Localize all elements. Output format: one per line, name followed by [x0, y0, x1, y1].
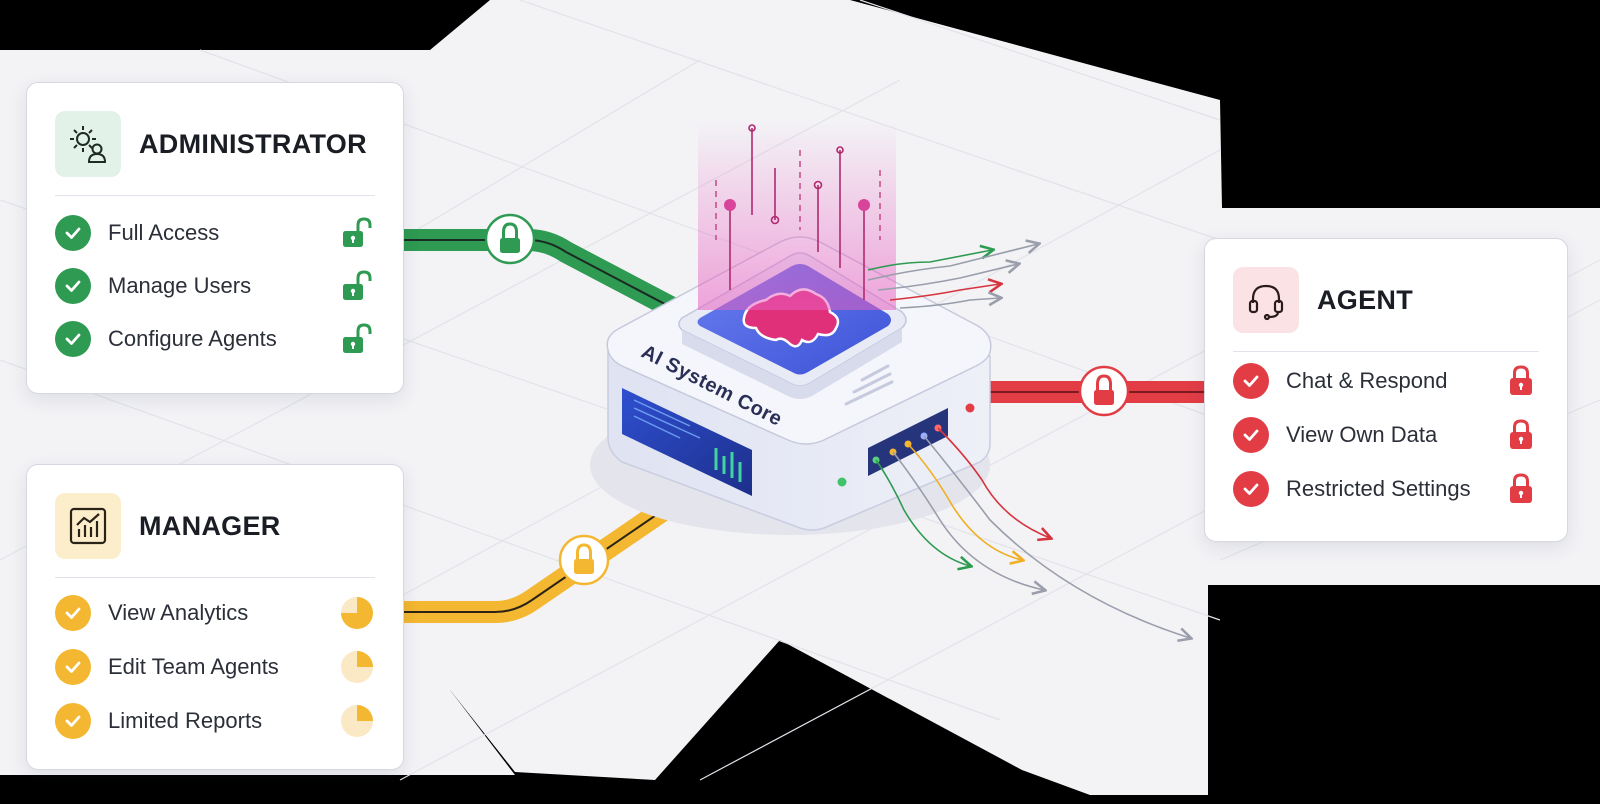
permission-row-limited-reports: Limited Reports [55, 701, 375, 741]
pie-fill [357, 651, 373, 667]
card-divider [55, 195, 375, 196]
permission-row-edit-team-agents: Edit Team Agents [55, 647, 375, 687]
permission-label: Full Access [108, 220, 220, 245]
locked-padlock-icon [1503, 471, 1539, 507]
locked-padlock-icon [1503, 363, 1539, 399]
permission-label: Manage Users [108, 273, 252, 298]
check-icon [55, 595, 91, 631]
check-icon [55, 215, 91, 251]
permission-row-manage-users: Manage Users [55, 266, 375, 306]
permission-label: Restricted Settings [1286, 476, 1471, 501]
permission-label: Edit Team Agents [108, 654, 279, 679]
check-icon [55, 268, 91, 304]
admin-lock-badge [484, 213, 536, 265]
agent-lock-badge [1078, 365, 1130, 417]
check-icon [55, 649, 91, 685]
card-divider [55, 577, 375, 578]
permission-row-view-own-data: View Own Data [1233, 415, 1539, 455]
permission-label: View Own Data [1286, 422, 1438, 447]
card-divider [1233, 351, 1539, 352]
manager-lock-badge [558, 534, 610, 586]
manager-title: MANAGER [139, 511, 281, 541]
agent-card-header: AGENT [1233, 267, 1539, 333]
check-icon [55, 321, 91, 357]
permission-row-view-analytics: View Analytics [55, 593, 375, 633]
administrator-card-header: ADMINISTRATOR [55, 111, 375, 177]
permission-row-restricted-settings: Restricted Settings [1233, 469, 1539, 509]
agent-title: AGENT [1317, 285, 1413, 315]
locked-padlock-icon [1503, 417, 1539, 453]
manager-card: MANAGER View Analytics Edit Team Agents … [26, 464, 404, 770]
permission-label: View Analytics [108, 600, 249, 625]
permission-row-chat-respond: Chat & Respond [1233, 361, 1539, 401]
check-icon [55, 703, 91, 739]
pie-progress-icon [339, 595, 375, 631]
output-lines-top [867, 244, 1038, 309]
unlocked-padlock-icon [339, 321, 375, 357]
administrator-card: ADMINISTRATOR Full Access Manage Users C… [26, 82, 404, 394]
check-icon [1233, 417, 1269, 453]
pie-progress-icon [339, 649, 375, 685]
pie-fill [357, 705, 373, 721]
output-lines-bottom [875, 427, 1190, 638]
pie-progress-icon [339, 703, 375, 739]
unlocked-padlock-icon [339, 268, 375, 304]
permission-row-full-access: Full Access [55, 213, 375, 253]
analytics-chart-icon [55, 493, 121, 559]
administrator-title: ADMINISTRATOR [139, 129, 367, 159]
admin-gear-user-icon [55, 111, 121, 177]
permission-label: Limited Reports [108, 708, 263, 733]
agent-card: AGENT Chat & Respond View Own Data Restr… [1204, 238, 1568, 542]
permission-row-configure-agents: Configure Agents [55, 319, 375, 359]
permission-label: Chat & Respond [1286, 368, 1448, 393]
unlocked-padlock-icon [339, 215, 375, 251]
manager-connector [385, 474, 711, 623]
permission-label: Configure Agents [108, 326, 277, 351]
check-icon [1233, 471, 1269, 507]
pie-fill [341, 597, 373, 629]
check-icon [1233, 363, 1269, 399]
headset-icon [1233, 267, 1299, 333]
data-beam [698, 120, 896, 310]
manager-card-header: MANAGER [55, 493, 375, 559]
